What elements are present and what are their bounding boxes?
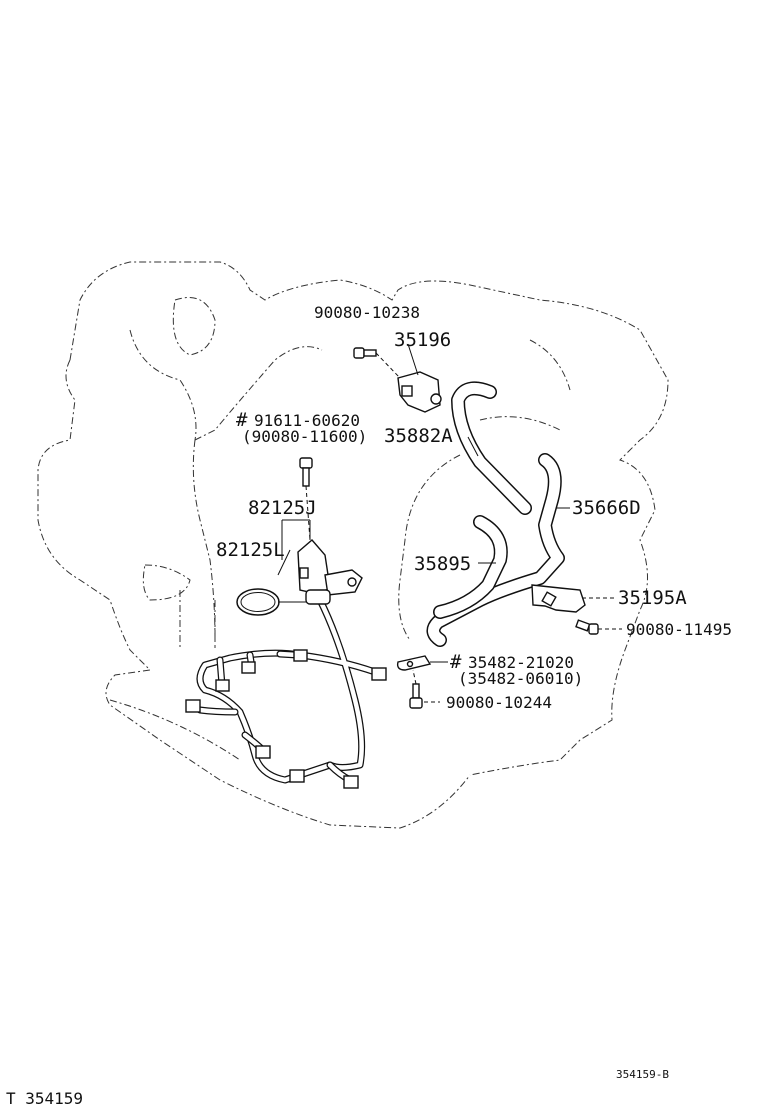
wire-harness-icon	[185, 596, 387, 789]
label-hose-upper: 35882A	[384, 425, 453, 447]
hose-long-icon	[426, 453, 565, 647]
bolt-right-icon	[575, 619, 599, 635]
label-bracket-top: 35196	[394, 329, 451, 351]
label-clamp-old: (35482-06010)	[458, 669, 583, 688]
hose-lower-icon	[433, 515, 508, 619]
bolt-sensor-icon	[299, 457, 313, 541]
bolt-clamp-icon	[409, 669, 423, 709]
clamp-icon	[396, 655, 448, 671]
label-bolt-top: 90080-10238	[314, 303, 420, 322]
label-mark-clamp: #	[450, 651, 462, 673]
bolt-top-icon	[353, 347, 401, 379]
label-bolt-clamp: 90080-10244	[446, 693, 552, 712]
transmission-case-outline	[37, 261, 669, 829]
diagram-code: 354159-B	[616, 1068, 669, 1081]
label-bolt-sensor-old: (90080-11600)	[242, 427, 367, 446]
label-bracket-right: 35195A	[618, 587, 687, 609]
oring-icon	[236, 588, 280, 616]
sensor-icon	[297, 539, 363, 605]
label-hose-lower: 35895	[414, 553, 471, 575]
label-sensor-assy: 82125J	[248, 497, 317, 519]
label-clamp-new: 35482-21020	[468, 653, 574, 672]
bracket-right-icon	[531, 584, 586, 613]
bracket-top-icon	[397, 371, 442, 413]
label-bolt-right: 90080-11495	[626, 620, 732, 639]
label-hose-long: 35666D	[572, 497, 641, 519]
label-bolt-sensor-new: 91611-60620	[254, 411, 360, 430]
page-code: T 354159	[6, 1089, 83, 1108]
label-oring: 82125L	[216, 539, 285, 561]
label-mark-sensor-bolt: #	[236, 409, 248, 431]
hose-upper-icon	[451, 381, 532, 515]
leader-lines	[277, 343, 622, 703]
